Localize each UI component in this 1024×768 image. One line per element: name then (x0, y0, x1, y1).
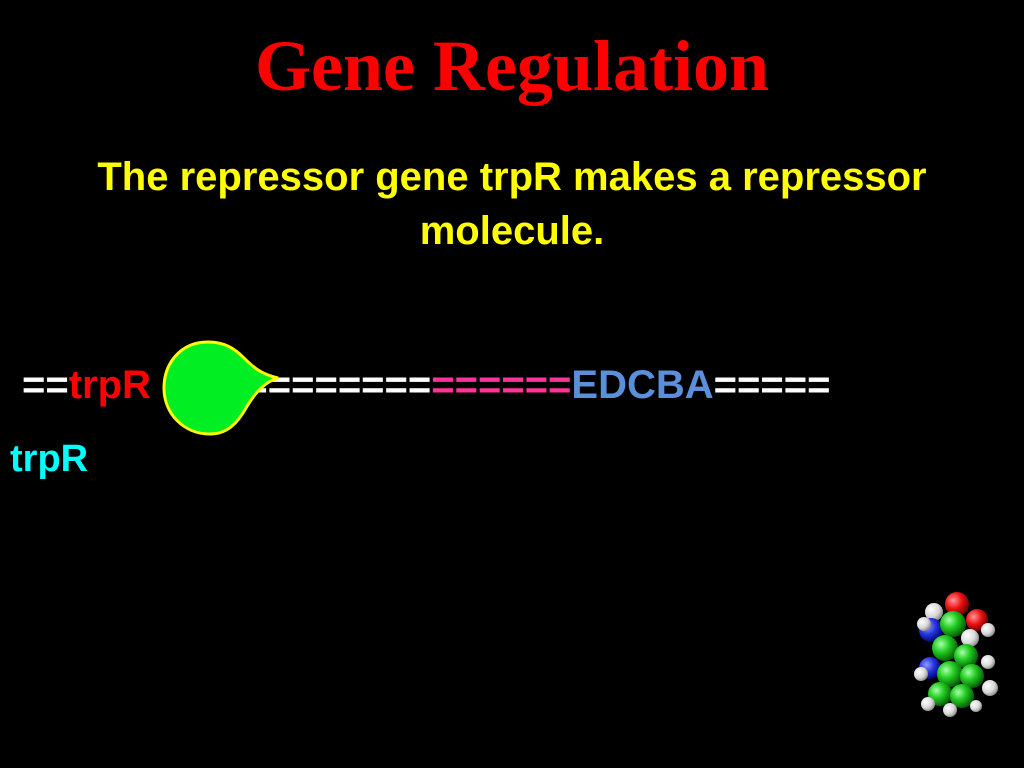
slide-subtitle: The repressor gene trpR makes a represso… (97, 155, 927, 253)
dna-suffix: ===== (713, 363, 831, 407)
dna-highlight: ====== (431, 363, 572, 407)
dna-prefix: == (22, 363, 69, 407)
dna-gene-trpr: trpR (68, 363, 151, 407)
slide-title: Gene Regulation (255, 26, 769, 106)
repressor-shape (162, 340, 279, 436)
dna-operon-genes: EDCBA (571, 363, 714, 407)
repressor-icon (162, 340, 279, 436)
tryptophan-molecule-icon (914, 592, 998, 717)
dna-strand: ==trpR==================EDCBA===== (22, 360, 830, 410)
trpr-label: trpR (10, 438, 89, 480)
